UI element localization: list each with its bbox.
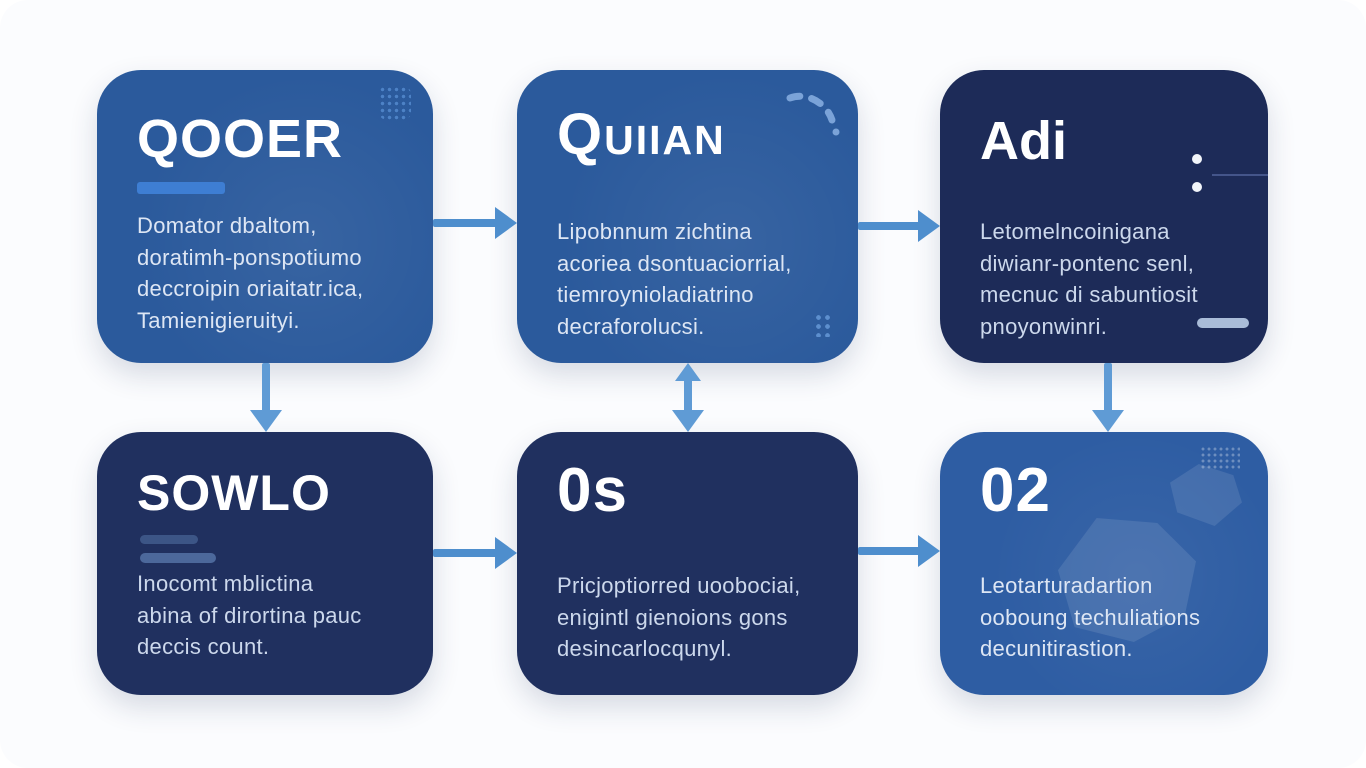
mini-bar [140, 553, 216, 563]
card-qooer: QOOER Domator dbaltom, doratimh-ponspoti… [97, 70, 433, 363]
body-line: desincarlocqunyl. [557, 636, 733, 662]
body-line: deccis count. [137, 634, 270, 660]
arrow-quiian-zero-s-bidirectional [671, 363, 705, 432]
card-adi-title: Adi [980, 111, 1067, 171]
card-zero-two-title: 02 [980, 456, 1051, 525]
card-zero-two-body: Leotarturadartion ooboung techuliations … [980, 570, 1234, 665]
card-zero-two: 02 Leotarturadartion ooboung techuliatio… [940, 432, 1268, 695]
card-quiian-body: Lipobnnum zichtina acoriea dsontuaciorri… [557, 216, 824, 343]
dashed-arc-icon [776, 88, 842, 144]
body-line: Letomelncoinigana [980, 219, 1170, 244]
light-bar [1197, 318, 1249, 328]
card-adi: Adi Letomelncoinigana diwianr-pontenc se… [940, 70, 1268, 363]
body-line: doratimh-ponspotiumo [137, 244, 362, 270]
card-zero-s-body: Pricjoptiorred uoobociai, enigintl gieno… [557, 570, 824, 665]
body-line: mecnuc di sabuntiosit [980, 282, 1198, 308]
arrow-qooer-to-quiian [433, 206, 517, 240]
dots-grid-icon [1200, 446, 1240, 470]
body-line: ooboung techuliations [980, 604, 1201, 630]
card-sowlo-body: Inocomt mblictina abina of dirortina pau… [137, 568, 399, 663]
arrow-adi-to-zero-two [1091, 363, 1125, 432]
body-line: pnoyonwinri. [980, 314, 1108, 340]
card-qooer-title: QOOER [137, 109, 344, 169]
card-sowlo: SOWLO Inocomt mblictina abina of dirorti… [97, 432, 433, 695]
dots-cluster-icon [379, 86, 411, 120]
accent-bar [137, 182, 225, 194]
card-quiian-title: Quiian [557, 102, 726, 167]
arrow-zero-s-to-zero-two [858, 534, 940, 568]
colon-dots-icon [1190, 154, 1268, 200]
arrow-qooer-to-sowlo [249, 363, 283, 432]
body-line: acoriea dsontuaciorrial, [557, 250, 792, 276]
body-line: Inocomt mblictina [137, 571, 314, 596]
body-line: decunitirastion. [980, 636, 1133, 662]
body-line: Leotarturadartion [980, 573, 1153, 598]
card-sowlo-title: SOWLO [137, 465, 331, 521]
body-line: enigintl gienoions gons [557, 604, 788, 630]
body-line: deccroipin oriaitatr.ica, [137, 276, 364, 302]
mini-bar [140, 535, 198, 544]
arrow-sowlo-to-zero-s [433, 536, 517, 570]
body-line: Tamienigieruityi. [137, 308, 300, 334]
card-zero-s-title: 0s [557, 456, 628, 525]
card-quiian: Quiian Lipobnnum zichtina acoriea dsontu… [517, 70, 858, 363]
card-qooer-body: Domator dbaltom, doratimh-ponspotiumo de… [137, 210, 399, 337]
arrow-quiian-to-adi [858, 209, 940, 243]
body-line: tiemroynioladiatrino [557, 282, 754, 308]
body-line: Lipobnnum zichtina [557, 219, 752, 244]
dots-small-icon [814, 313, 834, 337]
polygon-shape [1170, 464, 1242, 526]
card-zero-s: 0s Pricjoptiorred uoobociai, enigintl gi… [517, 432, 858, 695]
body-line: diwianr-pontenc senl, [980, 250, 1195, 276]
card-adi-body: Letomelncoinigana diwianr-pontenc senl, … [980, 216, 1234, 343]
body-line: abina of dirortina pauc [137, 602, 362, 628]
body-line: Pricjoptiorred uoobociai, [557, 573, 801, 598]
body-line: decraforolucsi. [557, 314, 705, 340]
body-line: Domator dbaltom, [137, 213, 317, 238]
